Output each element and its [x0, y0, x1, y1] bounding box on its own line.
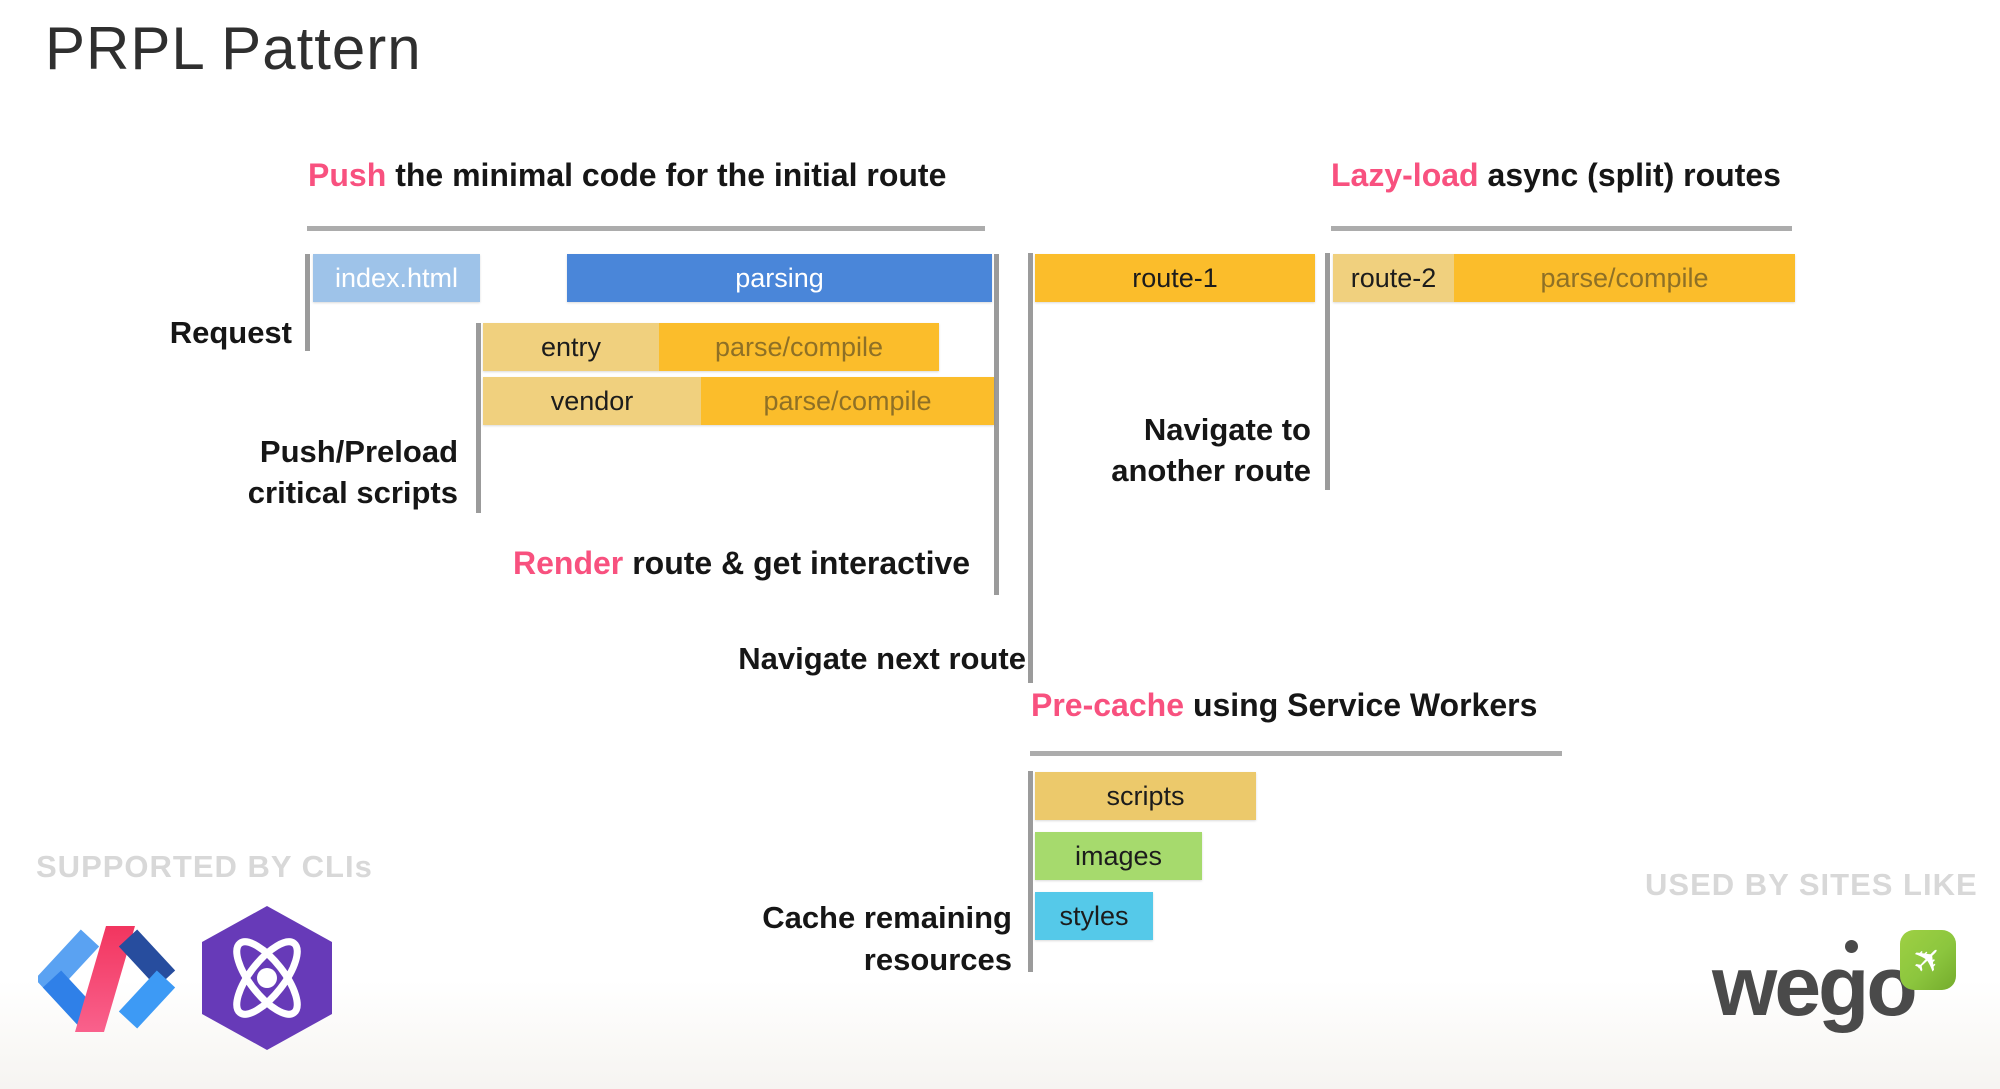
push-preload-connector-line: [476, 323, 481, 513]
render-highlight: Render: [513, 545, 624, 581]
used-by-sites-label: USED BY SITES LIKE: [1645, 867, 1978, 902]
navigate-next-route-label: Navigate next route: [738, 641, 1026, 676]
push-heading-rest: the minimal code for the initial route: [395, 157, 947, 193]
parsing-bar-label: parsing: [735, 262, 824, 293]
polymer-logo-icon: [38, 926, 176, 1032]
vendor-parse-compile-label: parse/compile: [763, 385, 932, 416]
entry-bar-label: entry: [540, 331, 602, 362]
route2-connector-line: [1325, 253, 1330, 490]
wego-logo: wego ✈: [1712, 930, 1972, 1040]
lazy-load-highlight: Lazy-load: [1331, 157, 1479, 193]
entry-segment: entry: [483, 323, 659, 371]
supported-by-clis-label: SUPPORTED BY CLIs: [36, 849, 373, 884]
images-bar-label: images: [1074, 840, 1163, 871]
wego-g-dot: [1845, 940, 1858, 953]
route-2-bar-label: route-2: [1350, 262, 1437, 293]
wego-plane-badge: ✈: [1900, 930, 1956, 990]
entry-bar: entry parse/compile: [483, 323, 939, 371]
entry-parse-compile-label: parse/compile: [714, 331, 884, 362]
push-preload-label: Push/Preload critical scripts: [180, 431, 458, 513]
vendor-bar: vendor parse/compile: [483, 377, 994, 425]
lazy-load-heading-underline: [1331, 226, 1792, 231]
page-title: PRPL Pattern: [45, 15, 422, 82]
wego-logo-text: wego: [1712, 939, 1918, 1033]
scripts-bar: scripts: [1035, 772, 1256, 820]
render-connector-line: [994, 254, 999, 595]
navigate-another-line2: another route: [1111, 453, 1311, 488]
images-bar: images: [1035, 832, 1202, 880]
push-highlight: Push: [308, 157, 387, 193]
route-2-bar: route-2 parse/compile: [1333, 254, 1795, 302]
route-2-parse-compile-segment: parse/compile: [1454, 254, 1795, 302]
route-2-parse-compile-label: parse/compile: [1540, 262, 1709, 293]
push-heading-underline: [307, 226, 985, 231]
vendor-bar-label: vendor: [550, 385, 634, 416]
pre-cache-highlight: Pre-cache: [1031, 687, 1184, 723]
push-preload-label-line1: Push/Preload: [259, 434, 458, 469]
preact-logo-icon: [202, 906, 332, 1050]
push-preload-label-line2: critical scripts: [247, 475, 458, 510]
navigate-another-line1: Navigate to: [1143, 412, 1311, 447]
parsing-bar: parsing: [567, 254, 992, 302]
entry-parse-compile-segment: parse/compile: [659, 323, 939, 371]
scripts-bar-label: scripts: [1106, 780, 1185, 811]
index-html-bar-label: index.html: [334, 262, 459, 293]
route1-connector-line: [1028, 253, 1033, 683]
cache-remaining-label: Cache remaining resources: [728, 897, 1012, 981]
request-label: Request: [169, 315, 292, 350]
vendor-segment: vendor: [483, 377, 701, 425]
route-1-bar: route-1: [1035, 254, 1315, 302]
render-heading-rest: route & get interactive: [632, 545, 971, 581]
pre-cache-heading-rest: using Service Workers: [1192, 687, 1538, 723]
request-connector-line: [305, 254, 310, 351]
navigate-another-route-label: Navigate to another route: [1045, 409, 1311, 491]
pre-cache-heading-underline: [1030, 751, 1562, 756]
styles-bar-label: styles: [1059, 900, 1129, 931]
styles-bar: styles: [1035, 892, 1153, 940]
lazy-load-heading-rest: async (split) routes: [1487, 157, 1781, 193]
cache-connector-line: [1028, 771, 1033, 972]
cache-remaining-line2: resources: [863, 942, 1012, 977]
cache-remaining-line1: Cache remaining: [762, 900, 1012, 935]
airplane-icon: ✈: [1902, 934, 1953, 985]
index-html-bar: index.html: [313, 254, 480, 302]
route-1-bar-label: route-1: [1132, 262, 1218, 293]
vendor-parse-compile-segment: parse/compile: [701, 377, 994, 425]
route-2-segment: route-2: [1333, 254, 1454, 302]
